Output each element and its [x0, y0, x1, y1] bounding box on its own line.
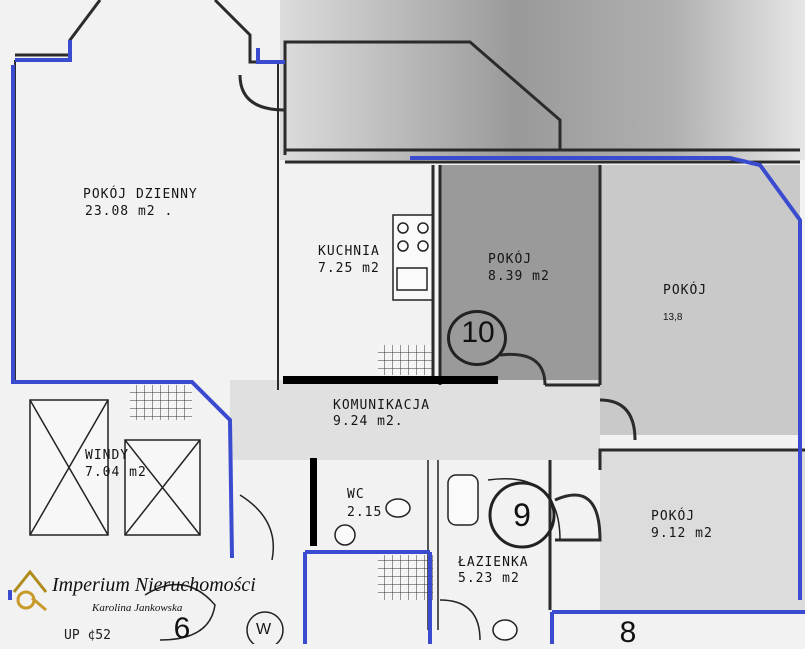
label-pokoj-2: POKÓJ — [663, 283, 708, 298]
room-shading-pokoj-2 — [600, 165, 800, 435]
unit-number-bottom-left: 6 — [173, 612, 191, 645]
partition-bar-vertical — [310, 458, 317, 546]
area-pokoj-2: 13,8 — [663, 312, 683, 323]
watermark-subtitle: Karolina Jankowska — [92, 602, 183, 614]
area-pokoj-dzienny: 23.08 m2 . — [85, 204, 174, 219]
unit-circle-main — [447, 310, 507, 366]
area-lazienka: 5.23 m2 — [458, 571, 520, 586]
area-wc: 2.15 — [347, 505, 383, 520]
partition-bar-horizontal — [283, 376, 498, 384]
label-kuchnia: KUCHNIA — [318, 244, 380, 259]
komunikacja-floor — [230, 380, 600, 460]
area-pokoj-1: 8.39 m2 — [488, 269, 550, 284]
label-pokoj-1: POKÓJ — [488, 252, 533, 267]
bathroom-door-arcs — [439, 478, 561, 641]
partial-text: UP ¢52 — [64, 628, 111, 643]
room-shading-pokoj-3 — [600, 450, 805, 610]
apartment-outline — [8, 40, 805, 644]
area-windy: 7.04 m2 — [85, 465, 147, 480]
elevator-shafts — [29, 399, 201, 536]
key-house-logo-icon — [12, 569, 48, 612]
kitchen-counter — [392, 214, 434, 301]
pokoj-3-walls — [548, 398, 805, 610]
label-wc: WC — [347, 487, 365, 502]
pokoj-1-walls — [438, 165, 602, 387]
label-pokoj-3: POKÓJ — [651, 509, 696, 524]
elevator-hall-tiles — [130, 385, 192, 420]
area-pokoj-3: 9.12 m2 — [651, 526, 713, 541]
area-kuchnia: 7.25 m2 — [318, 261, 380, 276]
kitchen-tiles — [378, 345, 433, 375]
label-lazienka: ŁAZIENKA — [458, 555, 529, 570]
label-pokoj-dzienny: POKÓJ DZIENNY — [83, 187, 198, 202]
unit-number-bottom-right: 8 — [619, 616, 637, 649]
bathroom-fixtures — [334, 460, 518, 641]
stair-mark: W — [256, 621, 273, 638]
scan-shading — [280, 0, 805, 160]
watermark-title: Imperium Nieruchomości — [52, 574, 256, 596]
label-komunikacja: KOMUNIKACJA — [333, 398, 431, 413]
unit-number-bottom-mid: 9 — [513, 497, 531, 533]
label-windy: WINDY — [85, 448, 130, 463]
area-komunikacja: 9.24 m2. — [333, 414, 404, 429]
stair-tiles — [378, 555, 433, 600]
living-room-walls — [14, 60, 279, 390]
stairwell — [144, 494, 284, 644]
